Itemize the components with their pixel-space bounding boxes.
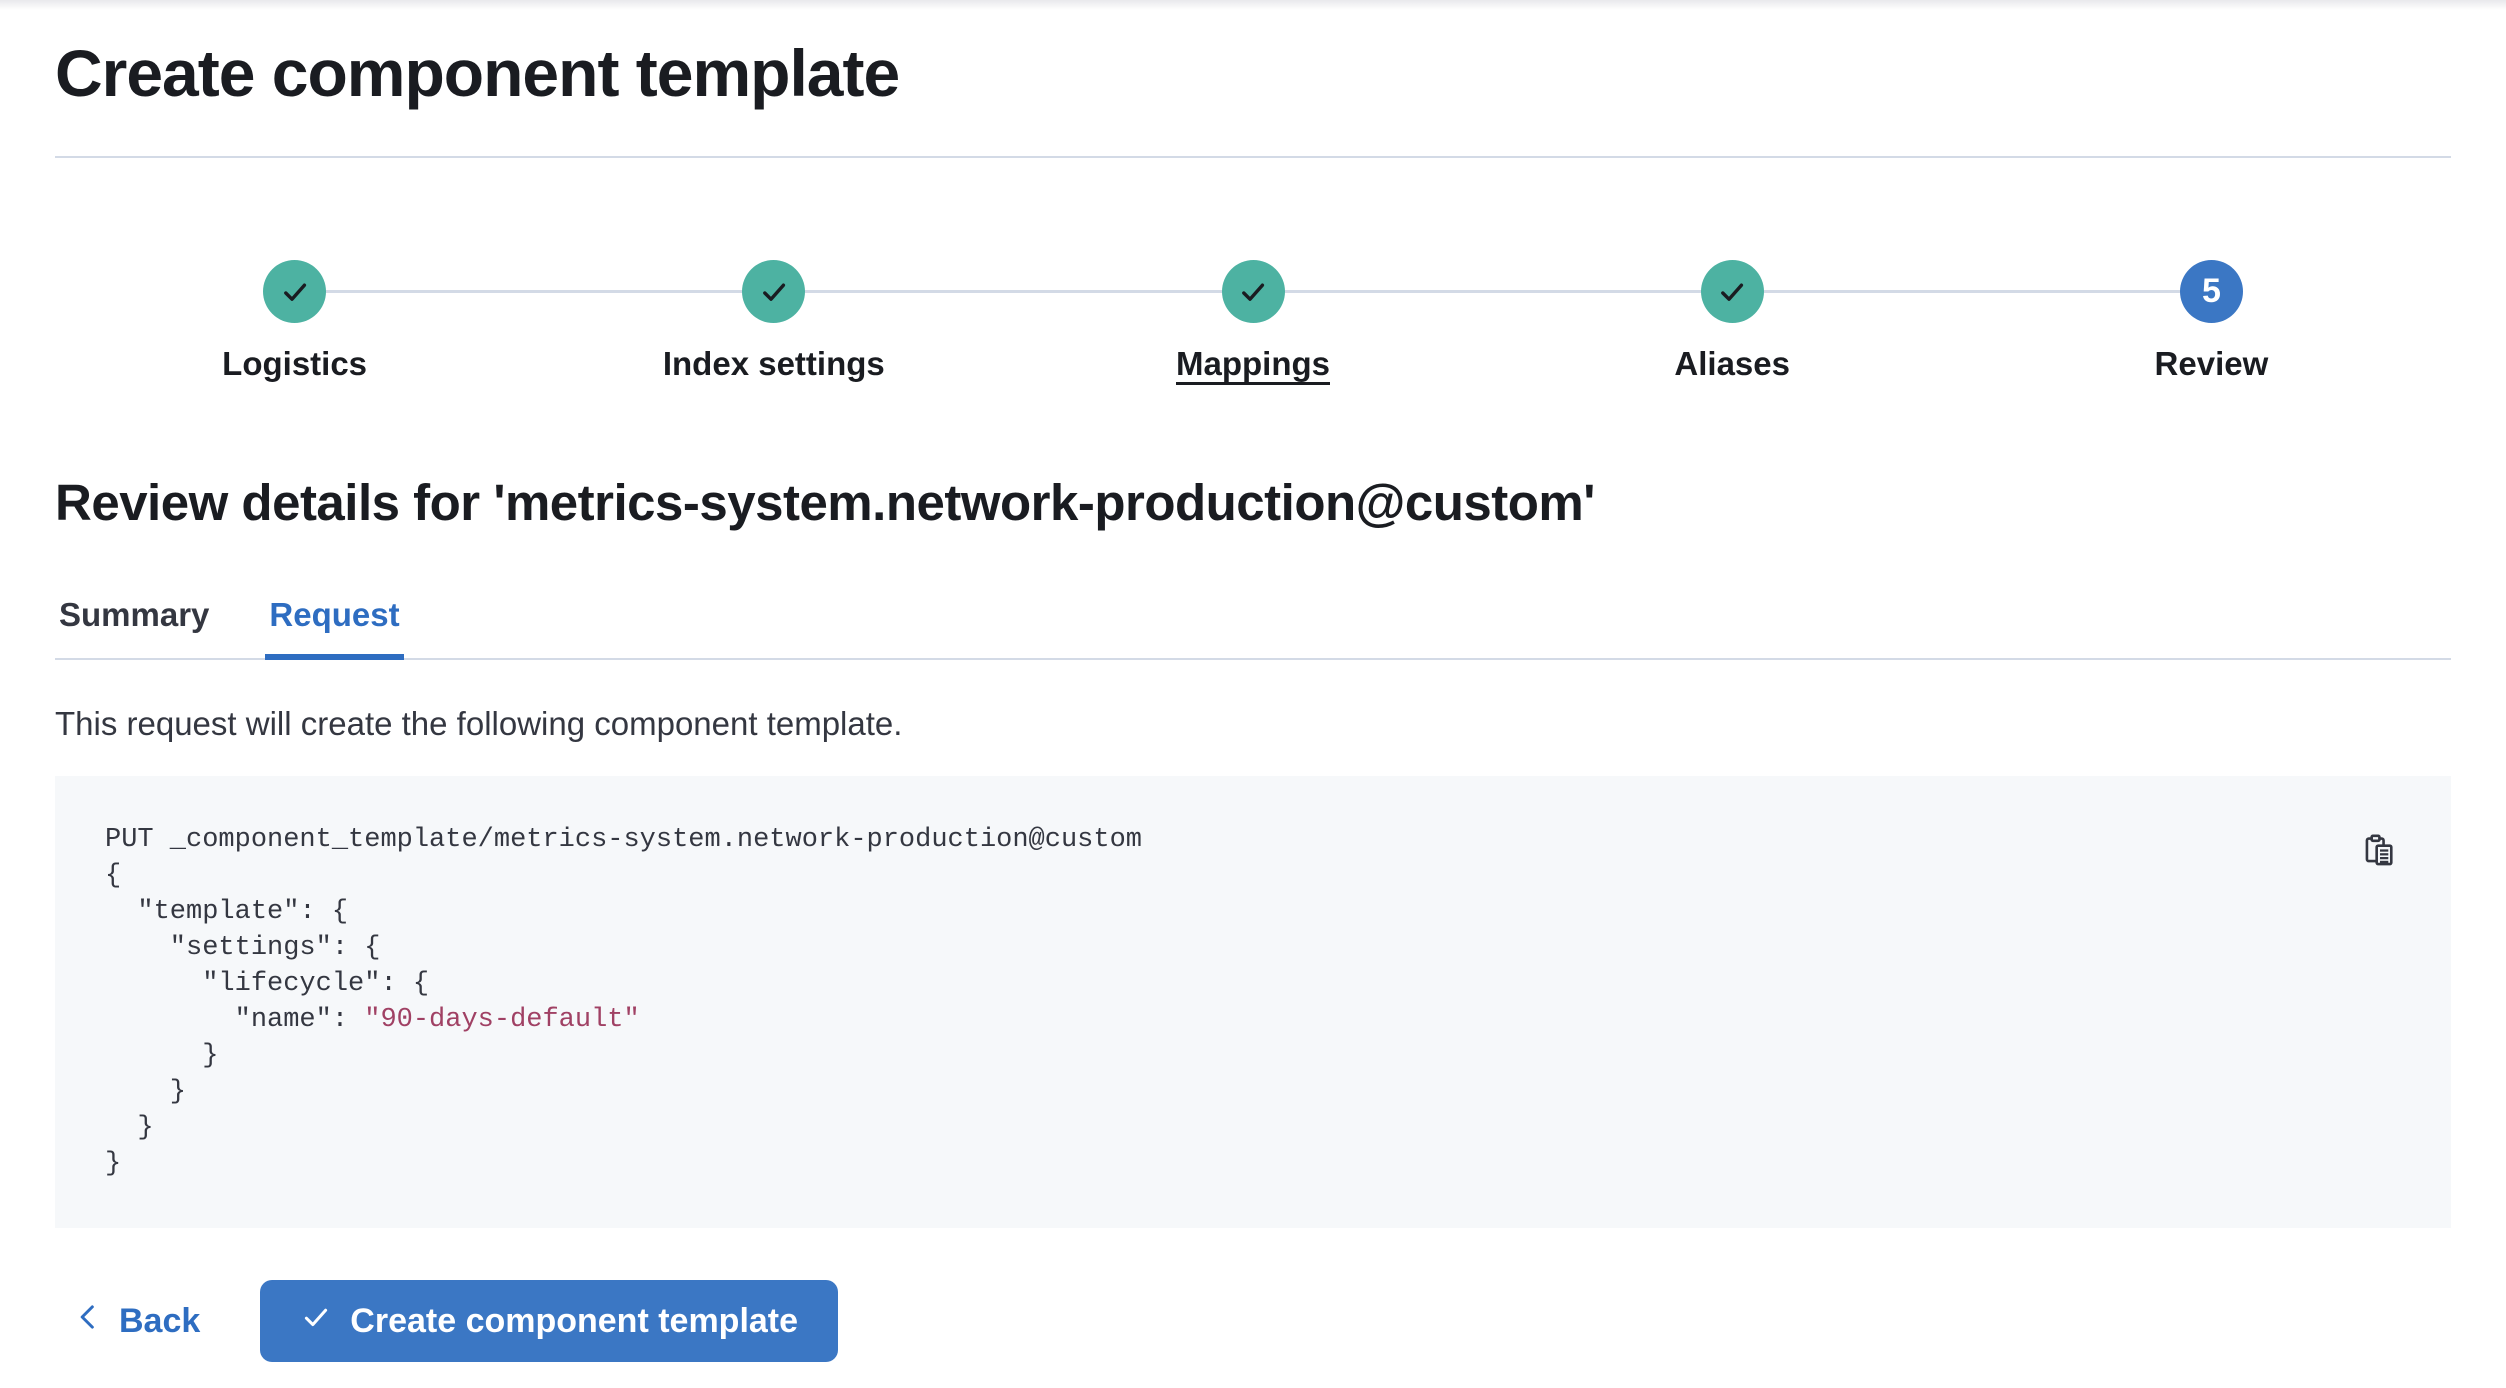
- tabs: Summary Request: [55, 596, 2451, 660]
- step-status-circle: 5: [2179, 260, 2243, 323]
- code-line: }: [105, 1077, 187, 1107]
- back-button[interactable]: Back: [55, 1280, 218, 1362]
- code-line: PUT _component_template/metrics-system.n…: [105, 825, 1142, 855]
- create-component-template-label: Create component template: [350, 1301, 799, 1340]
- review-heading: Review details for 'metrics-system.netwo…: [55, 474, 1595, 531]
- step-status-circle: [1221, 260, 1285, 323]
- copy-to-clipboard-button[interactable]: [2361, 832, 2399, 870]
- step-label: Review: [2154, 345, 2269, 382]
- footer-actions: Back Create component template: [55, 1280, 2451, 1362]
- step-label: Mappings: [1176, 345, 1330, 382]
- step-index-settings[interactable]: Index settings: [534, 260, 1013, 383]
- check-icon: [762, 283, 785, 301]
- code-line: "name": "90-days-default": [105, 1005, 640, 1035]
- check-icon: [1242, 283, 1265, 301]
- step-status-circle: [1700, 260, 1764, 323]
- back-button-label: Back: [119, 1301, 201, 1340]
- step-mappings[interactable]: Mappings: [1013, 260, 1492, 383]
- step-number: 5: [2201, 272, 2221, 310]
- tab-summary[interactable]: Summary: [55, 596, 213, 658]
- step-status-circle: [263, 260, 327, 323]
- check-icon: [1721, 283, 1744, 301]
- code-line: }: [105, 1113, 154, 1143]
- create-component-template-button[interactable]: Create component template: [260, 1280, 839, 1362]
- header-divider: [55, 156, 2451, 158]
- step-label: Index settings: [662, 345, 885, 382]
- step-aliases[interactable]: Aliases: [1493, 260, 1972, 383]
- code-line: }: [105, 1149, 122, 1179]
- copy-clipboard-icon: [2361, 834, 2399, 873]
- check-icon: [283, 283, 306, 301]
- request-code-block: PUT _component_template/metrics-system.n…: [55, 776, 2451, 1228]
- chevron-left-icon: [73, 1302, 103, 1341]
- request-description: This request will create the following c…: [55, 705, 903, 742]
- step-progress: Logistics Index settings Mappings Aliase…: [55, 260, 2451, 388]
- step-logistics[interactable]: Logistics: [55, 260, 534, 383]
- steps-list: Logistics Index settings Mappings Aliase…: [55, 260, 2451, 383]
- step-label: Aliases: [1674, 345, 1790, 382]
- tab-request[interactable]: Request: [265, 596, 404, 660]
- page-title: Create component template: [55, 36, 900, 110]
- code-line: }: [105, 1041, 219, 1071]
- step-label: Logistics: [222, 345, 368, 382]
- code-line: "template": {: [105, 897, 349, 927]
- code-line: "settings": {: [105, 933, 381, 963]
- request-code: PUT _component_template/metrics-system.n…: [105, 822, 2401, 1182]
- check-icon: [300, 1301, 332, 1342]
- code-line: {: [105, 861, 122, 891]
- code-line: "lifecycle": {: [105, 969, 430, 999]
- step-review[interactable]: 5 Review: [1972, 260, 2451, 383]
- step-status-circle: [742, 260, 806, 323]
